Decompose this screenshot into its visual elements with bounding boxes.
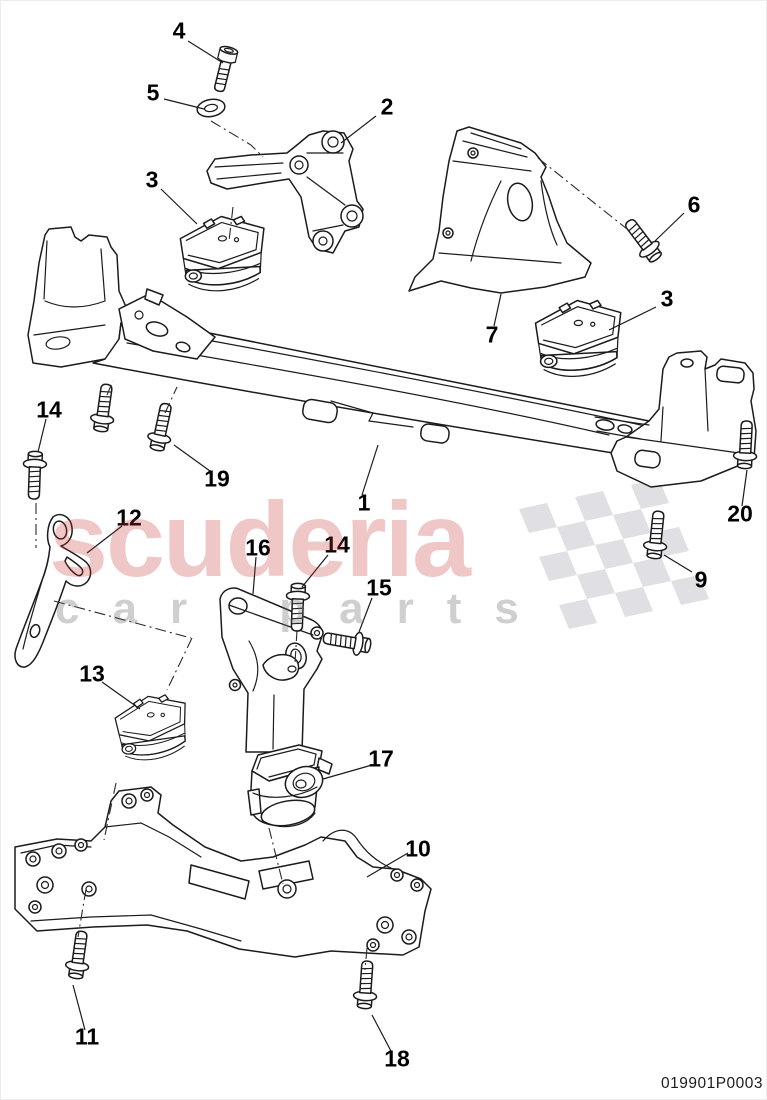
part-bolt-4 [209,44,240,95]
part-bracket-7 [408,126,592,294]
callout-label-14: 14 [36,396,62,423]
callout-label-19: 19 [204,465,230,492]
part-mount-3-right [533,297,625,379]
callout-label-5: 5 [146,79,160,106]
callout-label-20: 20 [727,500,753,527]
callout-label-13: 13 [79,660,105,687]
callout-label-11: 11 [74,1023,100,1050]
part-bolt-14-left [21,450,48,501]
part-mount-17 [247,744,333,828]
callout-label-16: 16 [245,534,271,561]
callout-label-3: 3 [145,166,159,193]
callout-label-1: 1 [357,489,371,516]
callout-label-3: 3 [660,285,674,312]
part-mount-13 [112,690,193,765]
part-lever-12 [14,513,92,668]
part-bolt-18 [351,959,380,1011]
callout-label-10: 10 [405,835,431,862]
part-crossmember [27,226,757,488]
drawing-number: 019901P0003 [661,1075,764,1092]
part-bracket-16 [219,587,324,753]
part-bolt-15 [320,625,374,659]
callout-label-18: 18 [384,1045,410,1072]
callout-label-2: 2 [380,93,394,120]
callout-label-7: 7 [485,321,499,348]
part-bolt-19b [144,400,179,454]
callout-label-12: 12 [116,504,142,531]
assembly-axis-lines [35,120,628,971]
callout-label-9: 9 [694,566,708,593]
callout-label-4: 4 [172,17,186,44]
part-bolt-6 [618,213,667,267]
callout-label-14: 14 [324,531,350,558]
callout-label-6: 6 [687,191,701,218]
part-subframe-10 [14,786,432,958]
part-bolt-19a [88,381,120,434]
part-bolt-11 [63,928,95,981]
callout-label-15: 15 [366,574,392,601]
part-mount-3-left [178,213,268,294]
part-washer-5 [196,98,226,118]
drawing-linework [14,40,760,1054]
callout-label-17: 17 [368,745,394,772]
callout-leader-lines [37,40,748,1054]
checkered-flag-watermark [519,479,709,629]
part-bracket-2 [206,130,364,254]
